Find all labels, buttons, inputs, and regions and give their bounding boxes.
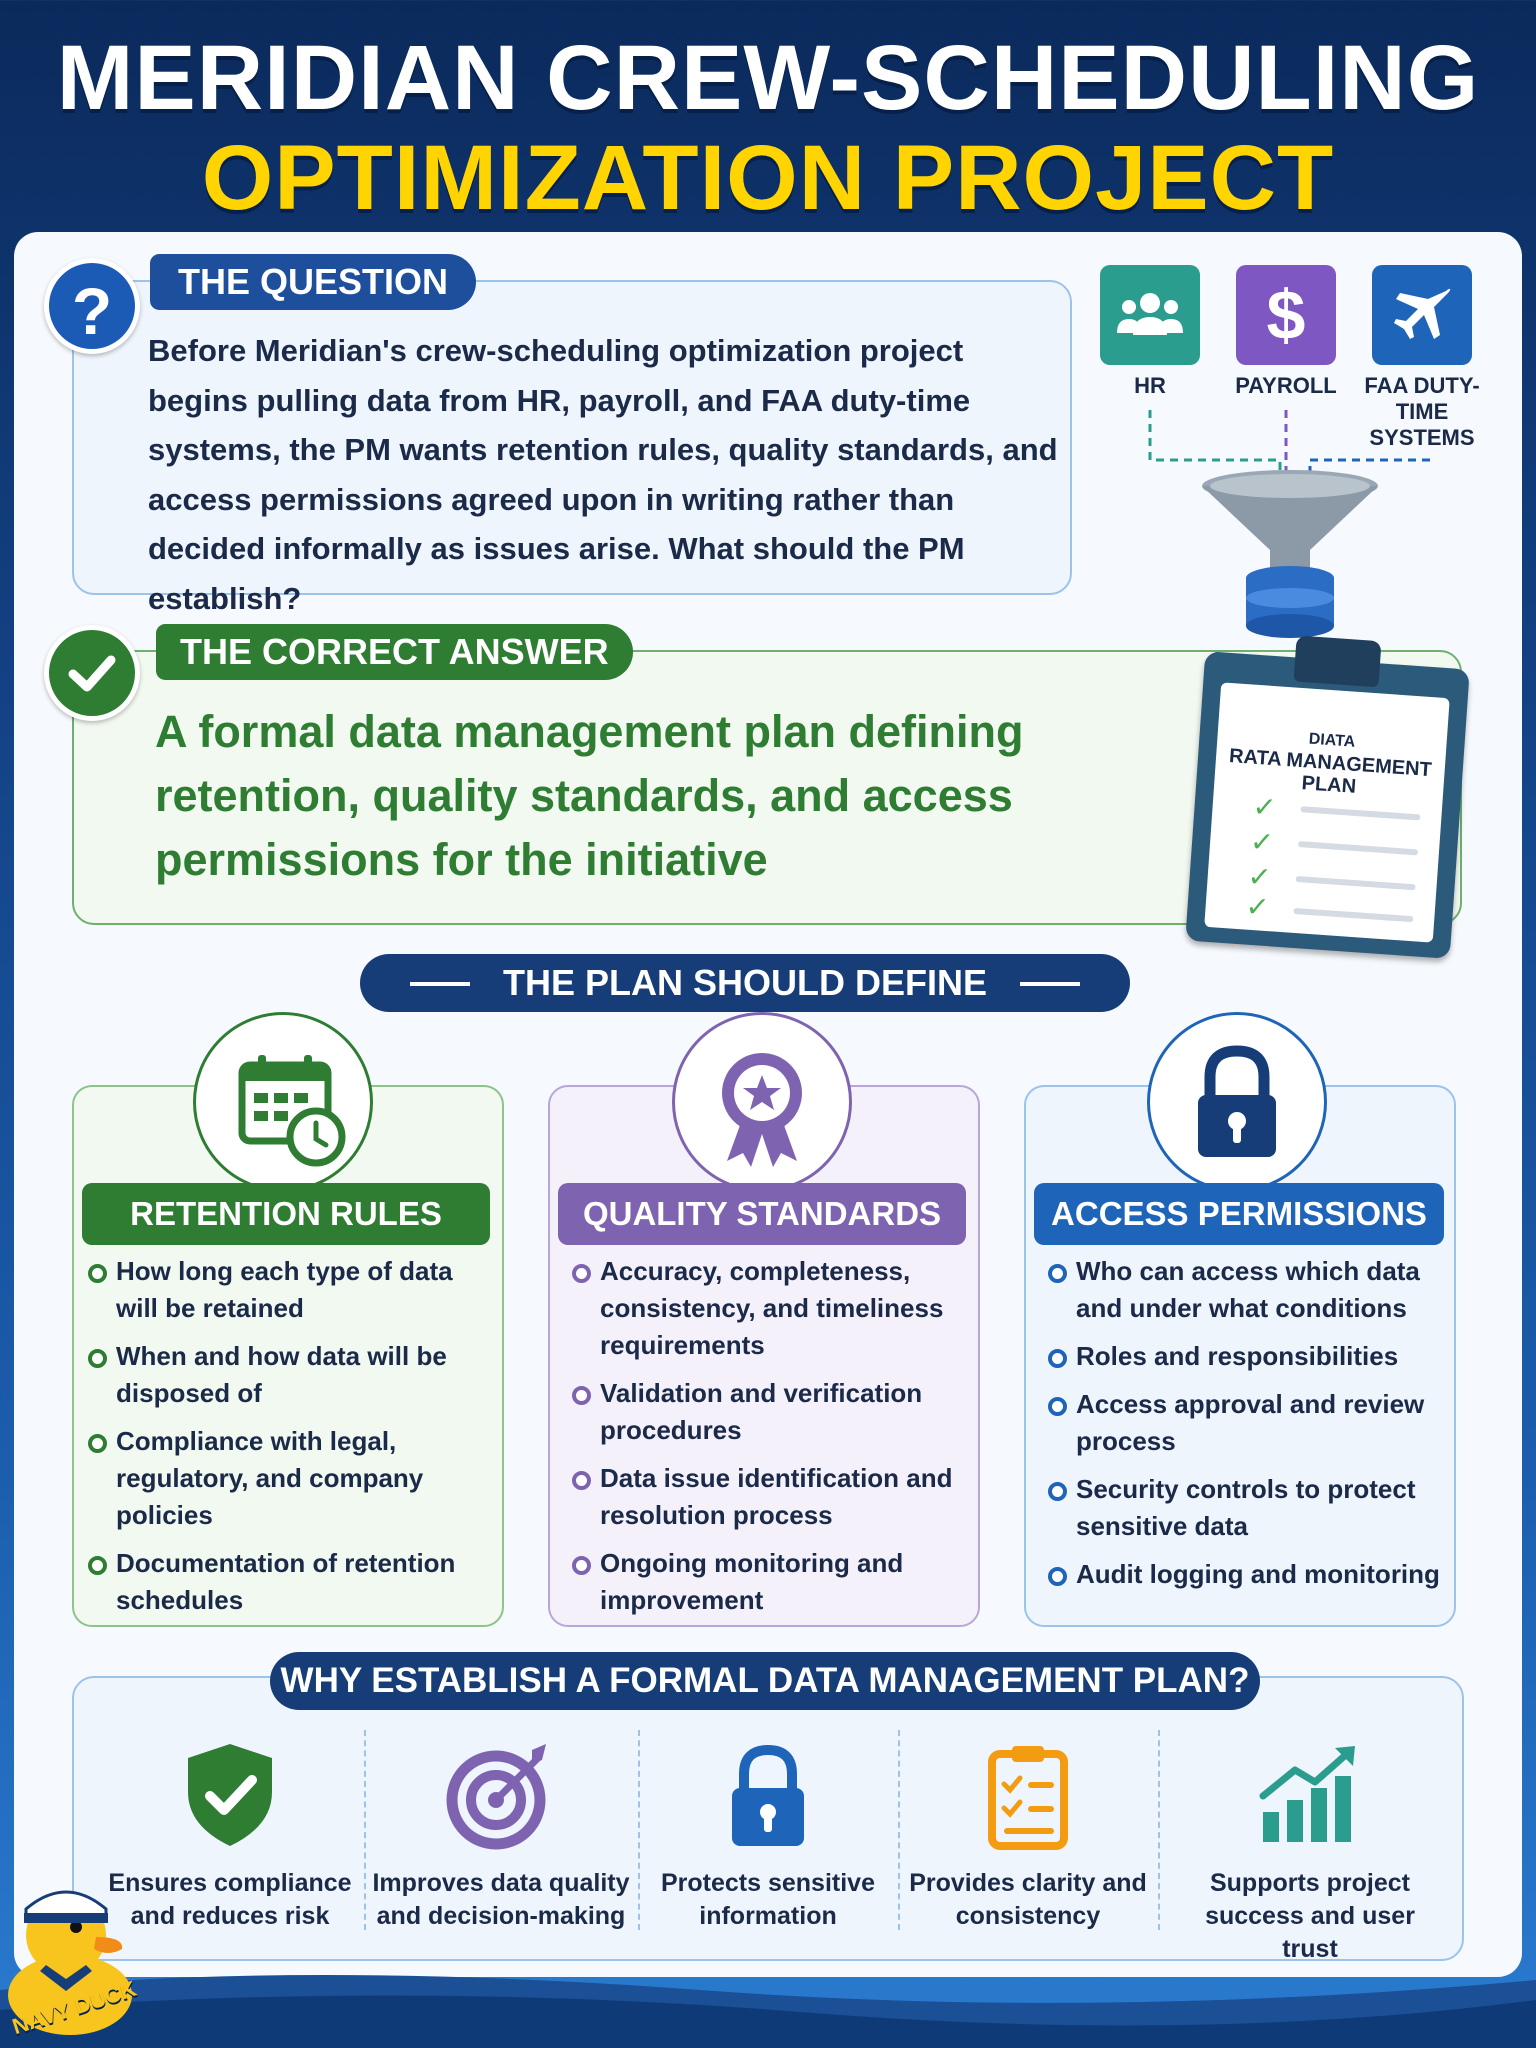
clipboard-paper: DIATA RATA MANAGEMENT PLAN ✓ ✓ ✓ ✓ [1204, 682, 1450, 943]
checkmark-icon: ✓ [1244, 890, 1271, 924]
list-item: Security controls to protect sensitive d… [1046, 1471, 1446, 1545]
bottom-wave [0, 1975, 1536, 2048]
quality-standards-list: Accuracy, completeness, consistency, and… [570, 1253, 970, 1630]
header-dash [410, 982, 470, 986]
why-header-band: WHY ESTABLISH A FORMAL DATA MANAGEMENT P… [270, 1652, 1260, 1710]
list-item: Data issue identification and resolution… [570, 1460, 970, 1534]
checkmark-icon: ✓ [1249, 825, 1275, 859]
why-item-compliance: Ensures compliance and reduces risk [100, 1735, 360, 1955]
calendar-clock-icon [193, 1012, 373, 1192]
answer-text: A formal data management plan defining r… [155, 706, 1024, 885]
why-label: Provides clarity and consistency [909, 1869, 1147, 1930]
check-icon [44, 625, 140, 721]
shield-check-icon [100, 1735, 360, 1855]
question-icon: ? [44, 258, 140, 354]
list-item: How long each type of data will be retai… [86, 1253, 486, 1327]
plan-header: THE PLAN SHOULD DEFINE [502, 962, 987, 1003]
clipboard-line [1300, 806, 1421, 821]
padlock-icon [638, 1735, 898, 1855]
access-permissions-title: ACCESS PERMISSIONS [1034, 1183, 1444, 1245]
why-divider [1158, 1730, 1160, 1930]
list-item: Who can access which data and under what… [1046, 1253, 1446, 1327]
clipboard-title: DIATA RATA MANAGEMENT PLAN [1214, 722, 1447, 804]
retention-rules-list: How long each type of data will be retai… [86, 1253, 486, 1630]
clipboard-checklist-icon [898, 1735, 1158, 1855]
list-item: Compliance with legal, regulatory, and c… [86, 1423, 486, 1534]
why-divider [364, 1730, 366, 1930]
checkmark-icon: ✓ [1251, 790, 1278, 824]
navy-duck-mascot: NAVY DUCK [0, 1845, 160, 2045]
retention-rules-title: RETENTION RULES [82, 1183, 490, 1245]
people-icon [1100, 265, 1200, 365]
why-item-clarity: Provides clarity and consistency [898, 1735, 1158, 1955]
question-tag: THE QUESTION [150, 254, 477, 310]
plan-header-band: THE PLAN SHOULD DEFINE [360, 954, 1130, 1012]
why-divider [638, 1730, 640, 1930]
why-label: Supports project success and user trust [1205, 1869, 1415, 1963]
data-funnel [1148, 410, 1430, 638]
why-label: Improves data quality and decision-makin… [372, 1869, 630, 1930]
source-label-faa: FAA DUTY-TIME SYSTEMS [1364, 373, 1480, 450]
question-text: Before Meridian's crew-scheduling optimi… [148, 333, 1058, 616]
title-line-1: MERIDIAN CREW-SCHEDULING [56, 27, 1480, 129]
why-label: Ensures compliance and reduces risk [108, 1869, 352, 1930]
airplane-icon [1372, 265, 1472, 365]
clipboard-line [1293, 907, 1414, 923]
page-title: MERIDIAN CREW-SCHEDULING OPTIMIZATION PR… [0, 28, 1536, 228]
clipboard-line [1297, 841, 1419, 856]
list-item: Roles and responsibilities [1046, 1338, 1446, 1375]
source-label-payroll: PAYROLL [1235, 373, 1337, 398]
list-item: Validation and verification procedures [570, 1375, 970, 1449]
why-item-protection: Protects sensitive information [638, 1735, 898, 1955]
award-ribbon-icon [672, 1012, 852, 1192]
header-dash [1020, 982, 1080, 986]
access-permissions-list: Who can access which data and under what… [1046, 1253, 1446, 1604]
quality-standards-title: QUALITY STANDARDS [558, 1183, 966, 1245]
why-item-success: Supports project success and user trust [1175, 1735, 1445, 1963]
question-box [72, 280, 1072, 595]
dollar-icon: $ [1236, 265, 1336, 365]
source-label-hr: HR [1134, 373, 1166, 398]
clipboard-line [1295, 875, 1416, 891]
growth-chart-icon [1175, 1735, 1445, 1855]
title-line-2: OPTIMIZATION PROJECT [201, 127, 1335, 229]
why-label: Protects sensitive information [661, 1869, 875, 1930]
why-header: WHY ESTABLISH A FORMAL DATA MANAGEMENT P… [280, 1661, 1250, 1700]
answer-tag: THE CORRECT ANSWER [156, 624, 633, 680]
clipboard-illustration: DIATA RATA MANAGEMENT PLAN ✓ ✓ ✓ ✓ [1185, 635, 1470, 959]
list-item: When and how data will be disposed of [86, 1338, 486, 1412]
list-item: Access approval and review process [1046, 1386, 1446, 1460]
target-icon [371, 1735, 631, 1855]
list-item: Ongoing monitoring and improvement [570, 1545, 970, 1619]
list-item: Accuracy, completeness, consistency, and… [570, 1253, 970, 1364]
padlock-icon [1147, 1012, 1327, 1192]
list-item: Documentation of retention schedules [86, 1545, 486, 1619]
why-item-quality: Improves data quality and decision-makin… [371, 1735, 631, 1955]
clipboard-clip [1293, 635, 1382, 688]
why-divider [898, 1730, 900, 1930]
list-item: Audit logging and monitoring [1046, 1556, 1446, 1593]
